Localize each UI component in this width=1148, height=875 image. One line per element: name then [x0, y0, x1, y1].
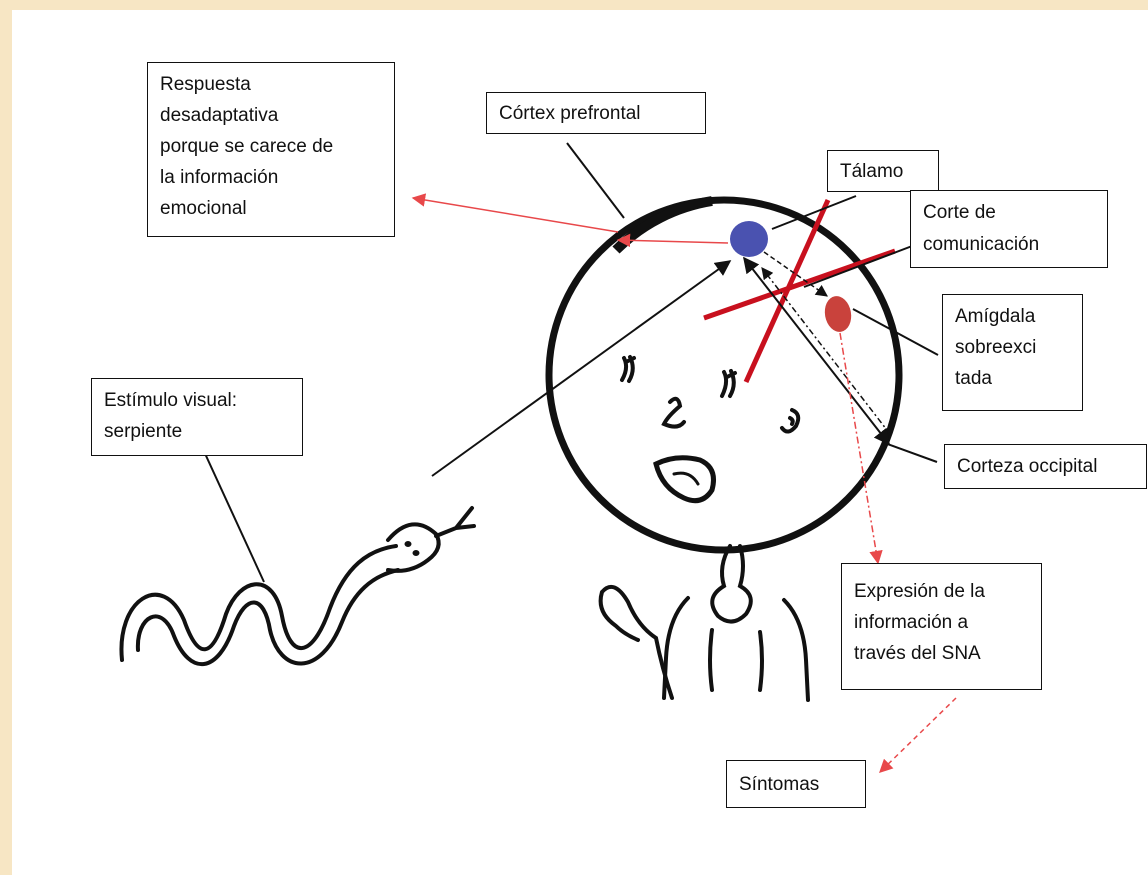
diagram-canvas: Respuesta desadaptativa porque se carece…	[12, 10, 1148, 875]
label-talamo: Tálamo	[827, 150, 939, 192]
label-sintomas: Síntomas	[726, 760, 866, 808]
thalamus-amygdala-arrow	[763, 251, 828, 297]
amygdala-dot	[824, 296, 852, 332]
occipital-return-arrow	[761, 267, 891, 435]
label-cortex-prefrontal: Córtex prefrontal	[486, 92, 706, 134]
label-respuesta-desadaptativa: Respuesta desadaptativa porque se carece…	[147, 62, 395, 237]
label-amigdala: Amígdala sobreexci tada	[942, 294, 1083, 411]
thalamus-occipital-arrow	[743, 256, 890, 446]
diagram-drawing	[119, 142, 957, 773]
sna-to-symptoms-arrow	[879, 697, 957, 773]
thalamus-to-cortex-arrow	[616, 233, 729, 248]
label-corteza-occipital: Corteza occipital	[944, 444, 1147, 489]
stimulus-arrow	[431, 260, 732, 477]
label-expresion-sna: Expresión de la información a través del…	[841, 563, 1042, 690]
cortex-to-response-arrow	[411, 193, 619, 233]
body	[598, 544, 810, 702]
thalamus-dot	[730, 221, 768, 257]
snake-drawing	[119, 506, 476, 666]
snake-eyes	[404, 541, 420, 556]
amygdala-to-sna-arrow	[839, 332, 883, 565]
head-outline	[545, 196, 903, 554]
label-estimulo-visual: Estímulo visual: serpiente	[91, 378, 303, 456]
face	[620, 355, 801, 504]
label-corte-comunicacion: Corte de comunicación	[910, 190, 1108, 268]
